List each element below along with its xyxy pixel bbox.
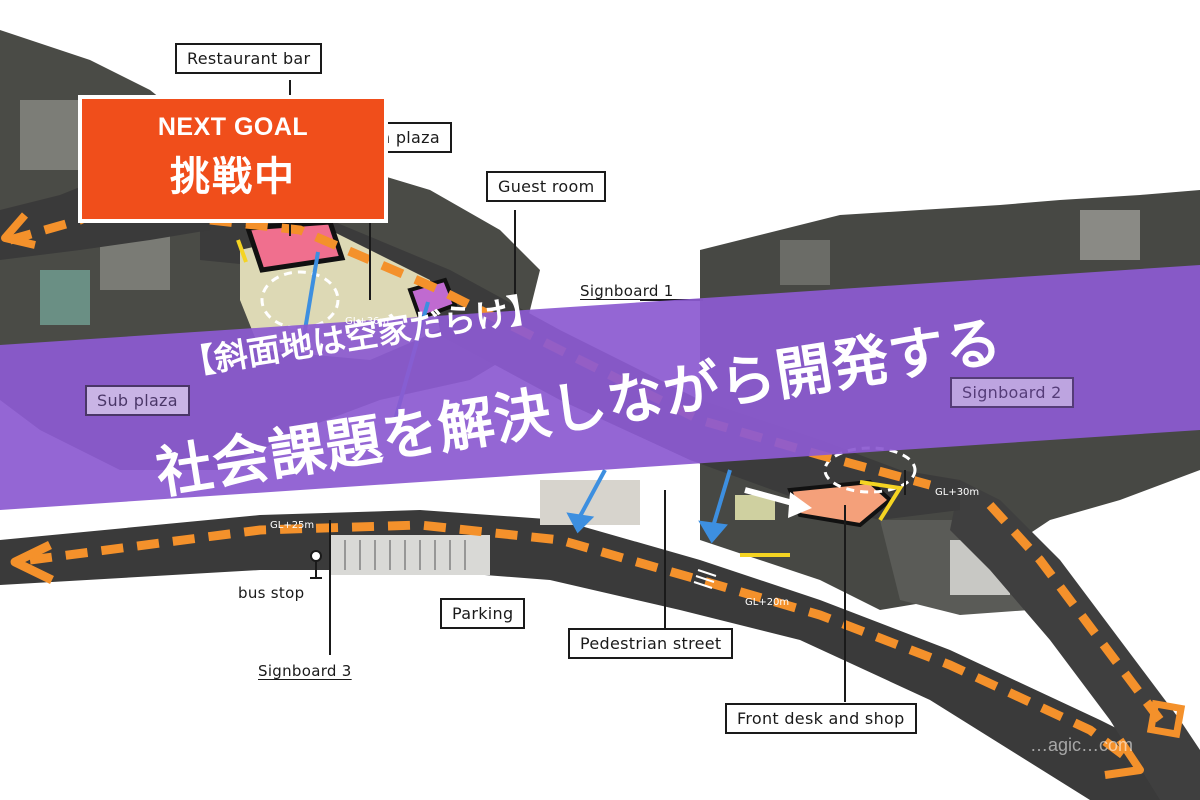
label-sub-plaza: Sub plaza <box>85 385 190 416</box>
label-signboard-2: Signboard 2 <box>950 377 1074 408</box>
label-signboard-3: Signboard 3 <box>258 662 352 680</box>
front-desk-circle-dashed <box>823 446 917 494</box>
white-arrowhead <box>788 492 812 518</box>
route-square-marker <box>1146 699 1186 739</box>
main-road <box>0 510 1200 800</box>
crosswalk <box>693 569 717 589</box>
watermark: …agic…com <box>1030 735 1134 755</box>
building-light-6 <box>780 240 830 285</box>
label-guest-room: Guest room <box>486 171 607 202</box>
badge-status: 挑戦中 <box>170 154 296 200</box>
label-pedestrian-street: Pedestrian street <box>568 628 734 659</box>
route-arrow-icon-3 <box>1104 737 1144 779</box>
route-arrow-icon-2 <box>1 212 36 249</box>
banner-band <box>0 265 1200 510</box>
building-light-2 <box>40 270 90 325</box>
badge-title: NEXT GOAL <box>157 113 309 141</box>
label-bus-stop: bus stop <box>238 584 305 602</box>
label-front-desk-and-shop: Front desk and shop <box>725 703 917 734</box>
label-parking: Parking <box>440 598 526 629</box>
elevation-gl36: GL+36m <box>345 316 390 327</box>
branch-road <box>950 480 1200 800</box>
elevation-gl30: GL+30m <box>935 487 980 498</box>
plaza-circle-dashed <box>260 270 340 330</box>
parking-stripes <box>344 540 466 570</box>
parking-lot <box>330 535 490 575</box>
label-restaurant-bar: Restaurant bar <box>175 43 323 74</box>
elevation-gl25: GL+25m <box>270 520 315 531</box>
yellow-edge-3 <box>236 239 248 263</box>
yellow-edge-1 <box>859 480 904 522</box>
label-signboard-1: Signboard 1 <box>580 282 674 300</box>
next-goal-badge: NEXT GOAL 挑戦中 <box>78 95 388 223</box>
route-arrow-icon <box>10 540 54 585</box>
building-light-5 <box>1080 210 1140 260</box>
building-light-1 <box>20 100 80 170</box>
elevation-gl20: GL+20m <box>745 597 790 608</box>
bus-stop-icon <box>310 550 322 579</box>
